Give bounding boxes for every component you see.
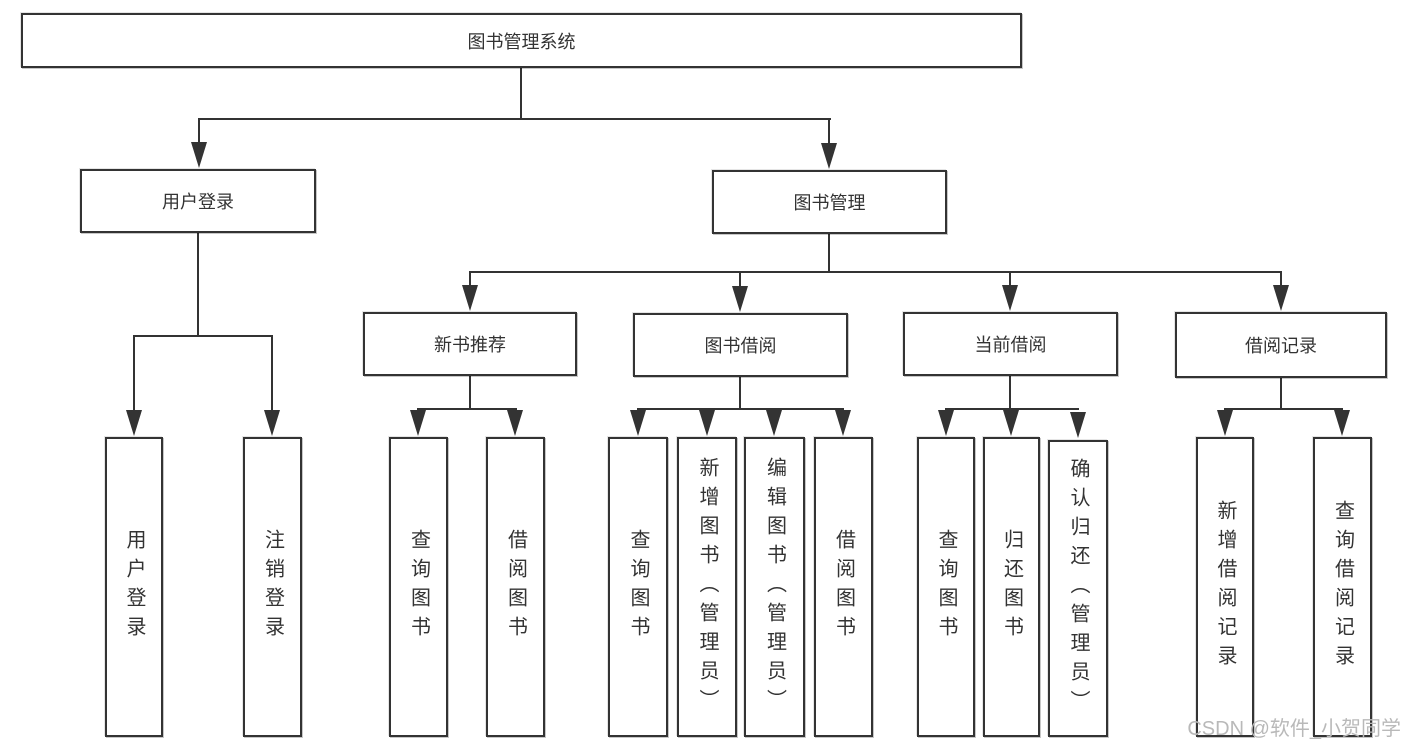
arrow-to-br-add-record [1217, 410, 1233, 436]
node-book-borrow: 图书借阅 [633, 313, 848, 377]
leaf-current-query-book: 查询图书 [917, 437, 975, 737]
connector-currentborrow-down [1009, 376, 1011, 409]
leaf-label: 注销登录 [261, 529, 284, 645]
leaf-confirm-return-admin: 确认归还（管理员） [1048, 440, 1108, 737]
connector-logout-stem [271, 335, 273, 411]
connector-user-login-hbar [133, 335, 273, 337]
leaf-query-borrow-record: 查询借阅记录 [1313, 437, 1372, 737]
leaf-recommend-query-book: 查询图书 [389, 437, 448, 737]
leaf-return-book: 归还图书 [983, 437, 1040, 737]
csdn-watermark: CSDN @软件_小贺同学 [1187, 718, 1401, 740]
leaf-label: 新增图书（管理员） [696, 456, 718, 718]
arrow-to-cb-query-book [938, 410, 954, 436]
node-label: 图书借阅 [704, 336, 777, 356]
node-label: 借阅记录 [1245, 336, 1317, 356]
leaf-label: 查询图书 [407, 529, 430, 645]
connector-user-login-stem [198, 118, 200, 144]
arrow-to-bb-borrow-book [835, 410, 851, 436]
arrow-to-bb-add-book [699, 410, 715, 436]
connector-newbook-down [469, 376, 471, 409]
node-root-library-system: 图书管理系统 [21, 13, 1022, 68]
connector-root-stem [520, 68, 522, 120]
leaf-label: 用户登录 [123, 529, 145, 645]
leaf-edit-book-admin: 编辑图书（管理员） [744, 437, 805, 737]
connector-user-login-down [197, 233, 199, 337]
connector-bookborrow-stem [739, 271, 741, 287]
leaf-borrow-query-book: 查询图书 [608, 437, 668, 737]
connector-root-hbar [198, 118, 831, 120]
leaf-borrow-book: 借阅图书 [814, 437, 873, 737]
arrow-to-cb-return-book [1003, 410, 1019, 436]
leaf-logout: 注销登录 [243, 437, 302, 737]
connector-currentborrow-stem [1009, 271, 1011, 287]
leaf-add-book-admin: 新增图书（管理员） [677, 437, 737, 737]
arrow-to-rec-borrow-book [507, 410, 523, 436]
arrow-to-bb-query-book [630, 410, 646, 436]
arrow-to-cb-confirm-return [1070, 412, 1086, 438]
arrow-to-current-borrow [1002, 285, 1018, 311]
arrow-to-borrow-record [1273, 285, 1289, 311]
node-user-login: 用户登录 [80, 169, 316, 233]
node-label: 当前借阅 [974, 335, 1047, 355]
connector-book-mgmt-hbar [469, 271, 1282, 273]
leaf-add-borrow-record: 新增借阅记录 [1196, 437, 1254, 737]
connector-bookborrow-hbar [637, 408, 844, 410]
leaf-label: 借阅图书 [504, 529, 527, 645]
node-current-borrow: 当前借阅 [903, 312, 1118, 376]
arrow-to-logout-leaf [264, 410, 280, 436]
node-new-book-recommend: 新书推荐 [363, 312, 577, 376]
node-label: 图书管理 [793, 193, 866, 213]
arrow-to-rec-query-book [410, 410, 426, 436]
leaf-label: 查询图书 [935, 529, 957, 645]
arrow-to-bb-edit-book [766, 410, 782, 436]
leaf-label: 编辑图书（管理员） [763, 456, 786, 718]
connector-borrowrecord-hbar [1224, 408, 1343, 410]
leaf-label: 借阅图书 [832, 529, 855, 645]
arrow-to-new-book-recommend [462, 285, 478, 311]
connector-newbook-hbar [417, 408, 517, 410]
node-label: 用户登录 [162, 192, 234, 212]
leaf-label: 查询借阅记录 [1331, 500, 1354, 674]
leaf-recommend-borrow-book: 借阅图书 [486, 437, 545, 737]
connector-bookborrow-down [739, 377, 741, 409]
arrow-to-book-borrow [732, 286, 748, 312]
leaf-label: 新增借阅记录 [1214, 500, 1236, 674]
connector-borrowrecord-stem [1280, 271, 1282, 287]
connector-borrowrecord-down [1280, 378, 1282, 409]
arrow-to-user-login [191, 142, 207, 168]
node-borrow-record: 借阅记录 [1175, 312, 1387, 378]
connector-book-mgmt-stem [828, 118, 830, 144]
node-book-management: 图书管理 [712, 170, 947, 234]
leaf-user-login: 用户登录 [105, 437, 163, 737]
node-label: 新书推荐 [434, 335, 506, 355]
connector-newbook-stem [469, 271, 471, 287]
connector-login-leaf-stem [133, 335, 135, 411]
arrow-to-book-management [821, 143, 837, 169]
arrow-to-br-query-record [1334, 410, 1350, 436]
connector-book-mgmt-down [828, 234, 830, 273]
leaf-label: 查询图书 [627, 529, 649, 645]
arrow-to-user-login-leaf [126, 410, 142, 436]
leaf-label: 归还图书 [1000, 529, 1023, 645]
connector-currentborrow-hbar [945, 408, 1079, 410]
node-label: 图书管理系统 [467, 31, 576, 52]
leaf-label: 确认归还（管理员） [1067, 458, 1089, 719]
